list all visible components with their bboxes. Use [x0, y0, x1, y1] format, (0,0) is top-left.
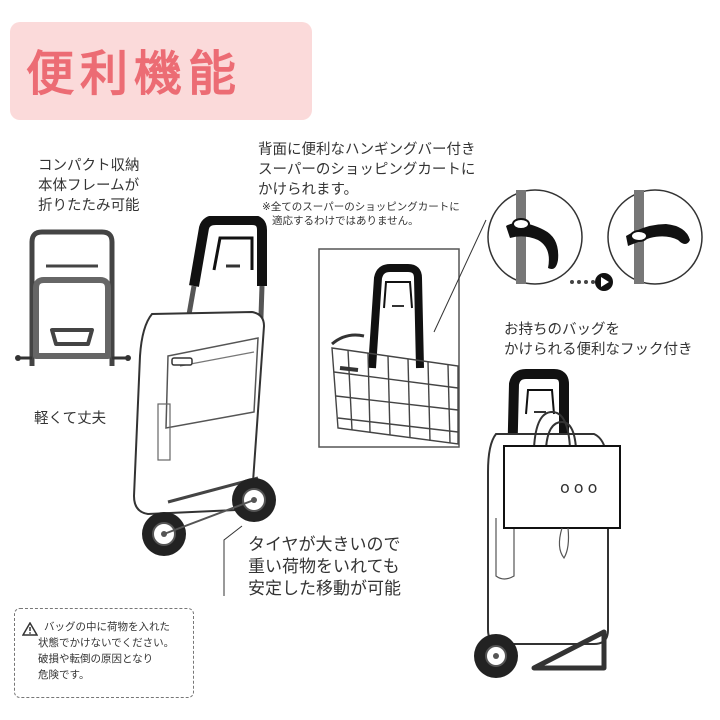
- trolley-with-bag-illustration: [474, 369, 621, 678]
- tire-callout-line: [223, 525, 243, 596]
- tire-line-2: 重い荷物をいれても: [248, 557, 400, 577]
- pointer-line: [433, 219, 487, 333]
- folded-frame-illustration: [15, 229, 131, 366]
- warning-line-2: 状態でかけないでください。: [38, 637, 175, 649]
- compact-line-2: 本体フレームが: [38, 178, 140, 194]
- warning-box: [14, 608, 194, 698]
- bag-logo: ooo: [560, 478, 602, 497]
- hanging-line-3: かけられます。: [258, 182, 359, 198]
- light-durable-label: 軽くて丈夫: [34, 411, 107, 427]
- warning-icon: [22, 622, 38, 636]
- warning-line-3: 破損や転倒の原因となり: [38, 653, 154, 665]
- hook-line-2: かけられる便利なフック付き: [504, 342, 693, 358]
- compact-line-3: 折りたたみ可能: [38, 198, 140, 214]
- hook-line-1: お持ちのバッグを: [504, 322, 620, 338]
- hanging-line-1: 背面に便利なハンギングバー付き: [258, 142, 476, 158]
- hanging-line-2: スーパーのショッピングカートに: [258, 162, 476, 178]
- compact-line-1: コンパクト収納: [38, 158, 140, 174]
- warning-line-1: バッグの中に荷物を入れた: [44, 621, 170, 633]
- hook-detail-right: [607, 189, 703, 285]
- page-title: 便利機能: [26, 46, 243, 102]
- hanging-note-1: ※全てのスーパーのショッピングカートに: [262, 201, 460, 213]
- tire-line-1: タイヤが大きいので: [248, 535, 401, 555]
- title-banner: [10, 22, 312, 120]
- tire-line-3: 安定した移動が可能: [248, 579, 401, 599]
- warning-line-4: 危険です。: [38, 669, 90, 681]
- hanging-note-2: 適応するわけではありません。: [272, 215, 419, 227]
- hook-detail-left: [487, 189, 583, 285]
- arrow-right-icon: [570, 273, 613, 291]
- shopping-cart-inset: [318, 248, 460, 448]
- main-trolley-illustration: [132, 216, 276, 556]
